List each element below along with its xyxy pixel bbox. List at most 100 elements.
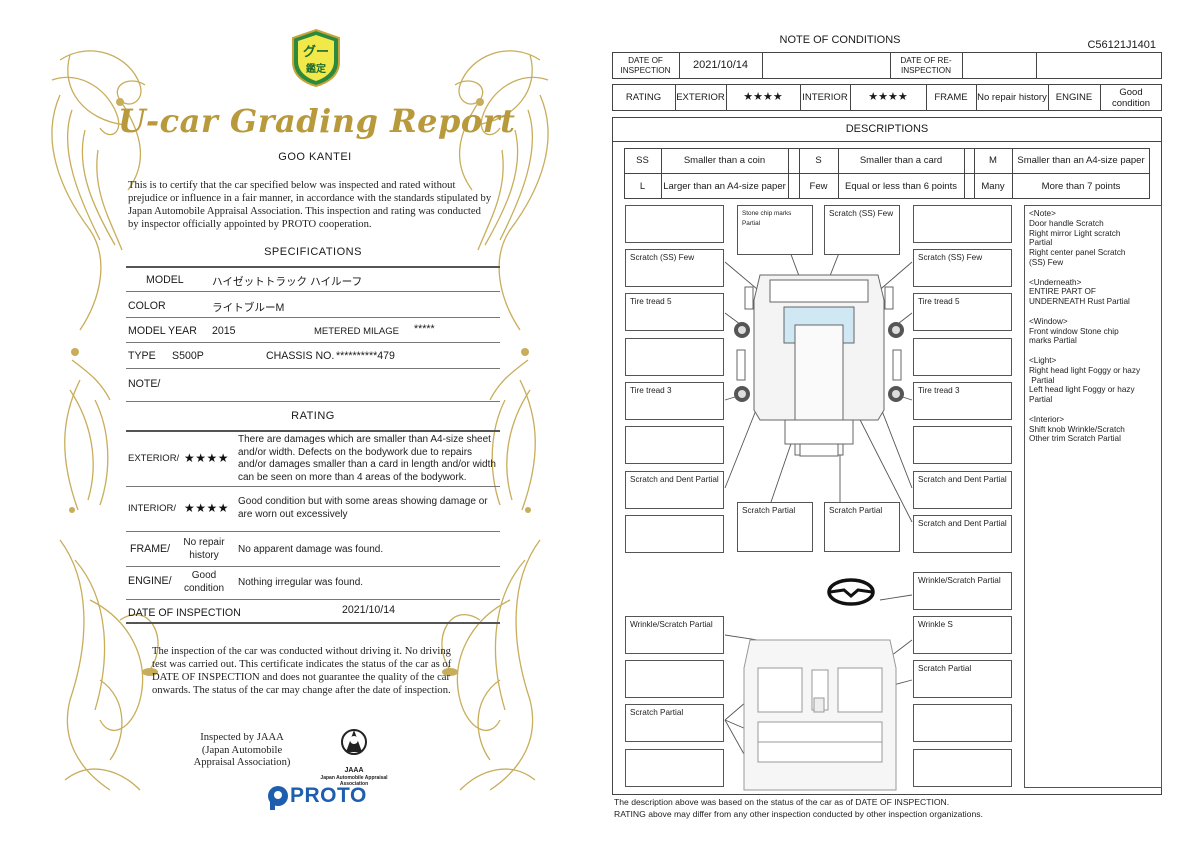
damage-box xyxy=(913,704,1012,742)
proto-mark-icon xyxy=(268,786,288,810)
divider xyxy=(126,531,500,532)
notes-panel: <Note> Door handle Scratch Right mirror … xyxy=(1024,205,1162,788)
report-title: U-car Grading Report xyxy=(118,102,516,140)
engine-value: Good condition xyxy=(1111,86,1151,109)
damage-box: Tire tread 3 xyxy=(625,382,724,420)
legend-text: Smaller than an A4-size paper xyxy=(1017,155,1145,166)
divider xyxy=(126,486,500,487)
model-label: MODEL xyxy=(146,274,184,286)
note-line: (SS) Few xyxy=(1029,257,1064,267)
jaaa-emblem-icon xyxy=(341,729,367,755)
metered-milage-label: METERED MILAGE xyxy=(314,326,399,337)
jaaa-logo: JAAA Japan Automobile Appraisal Associat… xyxy=(316,726,392,787)
interior-label: INTERIOR/ xyxy=(128,503,177,514)
damage-box: Scratch and Dent Partial xyxy=(913,515,1012,553)
reinspection-date-label: DATE OF RE-INSPECTION xyxy=(900,56,952,75)
note-line: <Light> xyxy=(1029,355,1057,365)
damage-box: Scratch (SS) Few xyxy=(824,205,900,255)
divider xyxy=(126,342,500,343)
damage-box: Wrinkle S xyxy=(913,616,1012,654)
interior-stars: ★★★★ xyxy=(184,501,230,515)
legend-code: Few xyxy=(809,180,828,192)
chassis-label: CHASSIS NO. xyxy=(266,350,335,362)
frame-value: No repair history xyxy=(977,92,1047,103)
note-line: Partial xyxy=(1029,375,1055,385)
damage-box: Tire tread 5 xyxy=(913,293,1012,331)
engine-description: Nothing irregular was found. xyxy=(238,577,364,588)
damage-box: Tire tread 5 xyxy=(625,293,724,331)
damage-box: Scratch (SS) Few xyxy=(913,249,1012,287)
divider xyxy=(126,291,500,292)
inspection-disclaimer: The inspection of the car was conducted … xyxy=(152,646,452,696)
damage-box xyxy=(913,338,1012,376)
rating-heading: RATING xyxy=(291,410,335,422)
damage-box: Stone chip marks Partial xyxy=(737,205,813,255)
damage-box: Scratch Partial xyxy=(737,502,813,552)
disclaimer-line: The description above was based on the s… xyxy=(614,797,950,807)
legend-text: Equal or less than 6 points xyxy=(845,180,957,192)
note-line: Right center panel Scratch xyxy=(1029,248,1126,258)
legend-code: S xyxy=(815,155,822,166)
type-label: TYPE xyxy=(128,350,156,362)
specifications-heading: SPECIFICATIONS xyxy=(264,246,362,258)
damage-box: Tire tread 3 xyxy=(913,382,1012,420)
damage-box: Scratch and Dent Partial xyxy=(913,471,1012,509)
note-line: Shift knob Wrinkle/Scratch xyxy=(1029,424,1125,434)
color-value: ライトブルーM xyxy=(212,302,285,314)
engine-label: ENGINE/ xyxy=(128,575,172,587)
inspected-by-text: Inspected by JAAA (Japan Automobile Appr… xyxy=(193,732,291,768)
frame-label: FRAME xyxy=(934,92,968,103)
divider xyxy=(126,317,500,318)
date-row xyxy=(612,52,1162,79)
legend-code: SS xyxy=(636,155,649,166)
certification-paragraph: This is to certify that the car specifie… xyxy=(128,180,492,230)
note-line: <Interior> xyxy=(1029,414,1065,424)
truck-interior-drawing xyxy=(743,639,897,791)
chassis-value: **********479 xyxy=(336,350,395,362)
inspection-date-value: 2021/10/14 xyxy=(342,604,396,616)
divider xyxy=(126,622,500,624)
rating-label: RATING xyxy=(625,92,662,103)
damage-box: Scratch Partial xyxy=(824,502,900,552)
metered-milage-value: ***** xyxy=(414,323,435,335)
divider xyxy=(126,599,500,600)
truck-exterior-drawing xyxy=(736,274,902,457)
vehicle-diagram xyxy=(724,224,913,791)
note-line: Other trim Scratch Partial xyxy=(1029,434,1121,444)
interior-label: INTERIOR xyxy=(802,92,848,103)
rating-row xyxy=(612,84,1162,111)
divider xyxy=(126,566,500,567)
damage-box xyxy=(625,660,724,698)
proto-logo: PROTO xyxy=(266,782,372,810)
color-label: COLOR xyxy=(128,300,166,312)
damage-box: Wrinkle/Scratch Partial xyxy=(625,616,724,654)
legend-text: Smaller than a coin xyxy=(683,155,766,166)
ornamental-border xyxy=(51,50,549,791)
note-group-window: <Window> Front window Stone chip marks P… xyxy=(1029,317,1157,346)
note-line: UNDERNEATH Rust Partial xyxy=(1029,297,1130,307)
note-line: Left head light Foggy or hazy xyxy=(1029,385,1135,395)
type-value: S500P xyxy=(172,350,204,362)
interior-description: Good condition but with some areas showi… xyxy=(238,496,488,520)
frame-value: No repair history xyxy=(183,537,225,561)
divider xyxy=(126,401,500,402)
exterior-label: EXTERIOR xyxy=(676,92,725,103)
note-line: <Window> xyxy=(1029,316,1068,326)
note-group-note: <Note> Door handle Scratch Right mirror … xyxy=(1029,209,1157,268)
damage-box xyxy=(913,426,1012,464)
note-line: <Note> xyxy=(1029,209,1056,218)
note-line: ENTIRE PART OF xyxy=(1029,287,1096,297)
note-line: Door handle Scratch xyxy=(1029,218,1104,228)
damage-box: Scratch and Dent Partial xyxy=(625,471,724,509)
note-group-underneath: <Underneath> ENTIRE PART OF UNDERNEATH R… xyxy=(1029,278,1157,307)
damage-box: Scratch Partial xyxy=(625,704,724,742)
legend-code: L xyxy=(639,180,646,192)
legend-text: Larger than an A4-size paper xyxy=(663,180,786,192)
note-group-light: <Light> Right head light Foggy or hazy P… xyxy=(1029,356,1157,405)
note-line: Partial xyxy=(1029,395,1053,405)
model-year-value: 2015 xyxy=(212,325,236,337)
divider xyxy=(126,266,500,268)
note-of-conditions: NOTE OF CONDITIONS C56121J1401 DATE OF I… xyxy=(600,0,1200,848)
note-line: Right mirror Light scratch xyxy=(1029,228,1121,238)
frame-label: FRAME/ xyxy=(130,543,171,555)
